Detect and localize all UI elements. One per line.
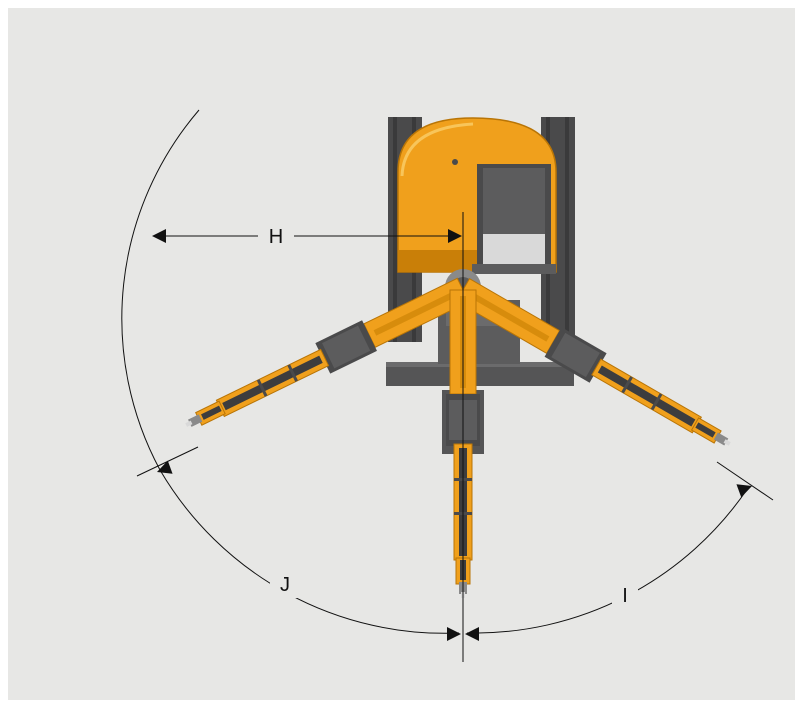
arc-j bbox=[159, 469, 460, 634]
arc-i bbox=[466, 487, 749, 634]
label-j: J bbox=[280, 574, 290, 596]
arm-left bbox=[178, 274, 471, 441]
label-h: H bbox=[269, 226, 283, 248]
cab bbox=[397, 117, 557, 274]
reach-arc bbox=[121, 109, 200, 471]
label-i: I bbox=[622, 585, 628, 607]
